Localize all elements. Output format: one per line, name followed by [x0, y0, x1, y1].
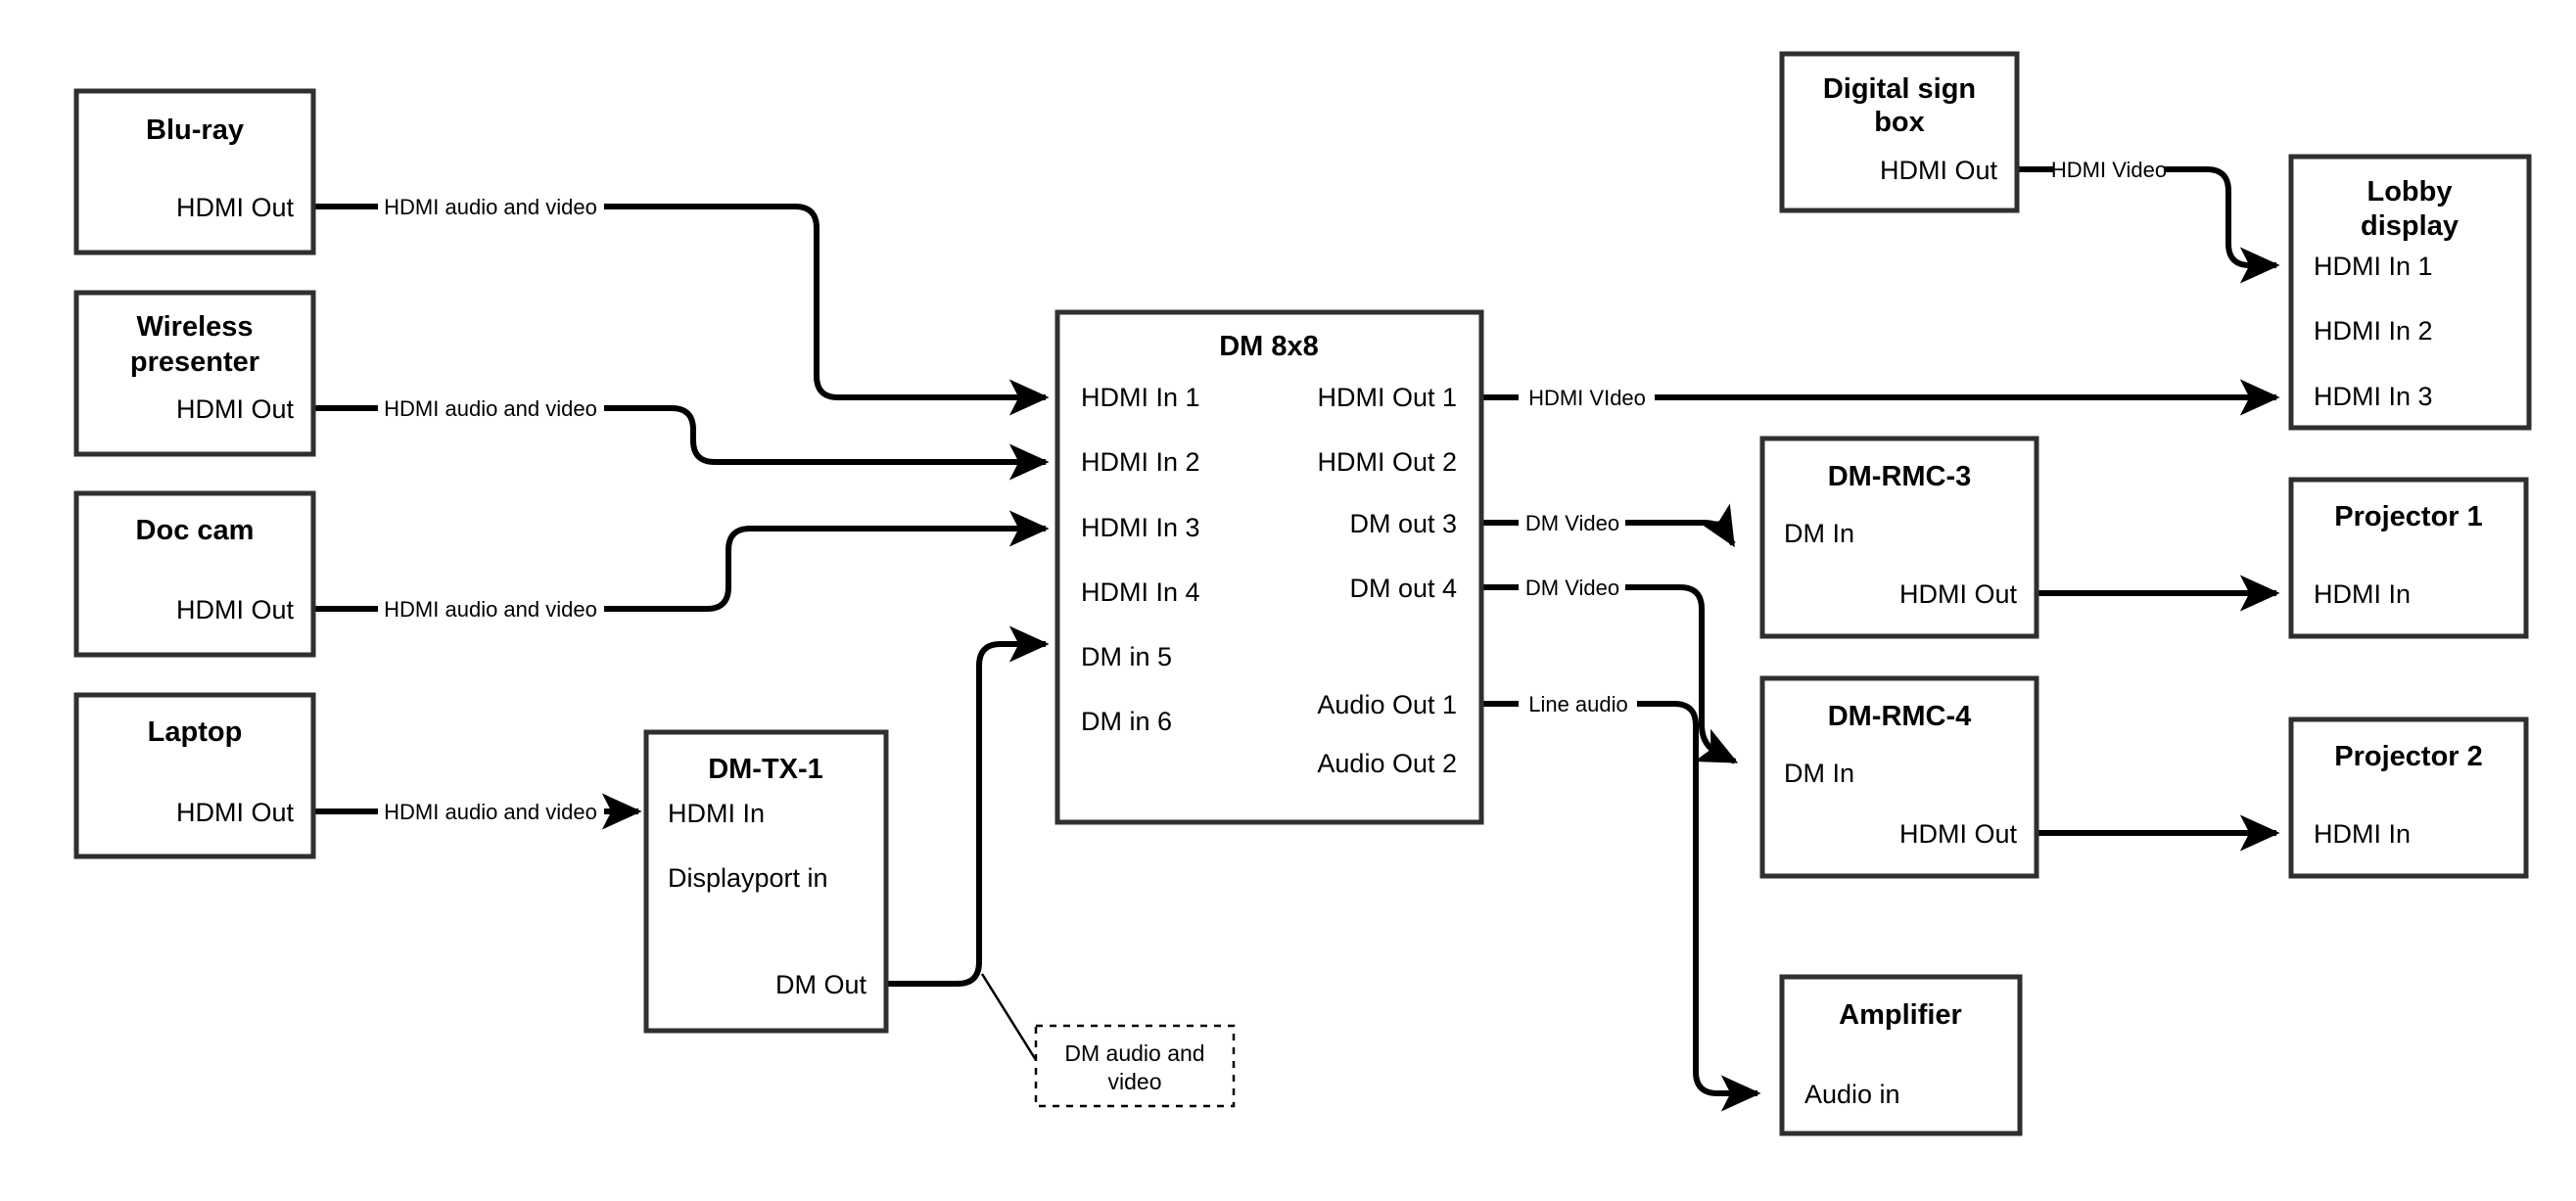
node-wireless-presenter-title-line2: presenter	[130, 346, 259, 378]
node-dm-tx-1-port-displayport-in: Displayport in	[668, 863, 828, 893]
wire-label-bluray: HDMI audio and video	[384, 195, 597, 219]
node-projector-1[interactable]: Projector 1 HDMI In	[2288, 477, 2529, 639]
node-wireless-presenter-title-line1: Wireless	[136, 311, 253, 343]
node-lobby-display-title-line1: Lobby	[2367, 176, 2453, 208]
node-lobby-display-title-line2: display	[2361, 210, 2459, 242]
note-dm-audio-and-video: DM audio and video	[1034, 1024, 1236, 1108]
node-dm-8x8-output-dm-out-3: DM out 3	[1349, 509, 1457, 538]
wire-label-hdmi-video-sign: HDMI Video	[2051, 158, 2167, 182]
node-lobby-display[interactable]: Lobby display HDMI In 1 HDMI In 2 HDMI I…	[2288, 154, 2532, 431]
node-dm-rmc-4-port-hdmi-out: HDMI Out	[1899, 819, 2018, 849]
wire-dmtx1-to-dm-in5	[886, 625, 1050, 1061]
node-dm-8x8-title: DM 8x8	[1219, 331, 1319, 362]
node-projector-1-title: Projector 1	[2334, 501, 2483, 532]
node-dm-rmc-4-port-dm-in: DM In	[1784, 759, 1854, 788]
node-amplifier-port-audio-in: Audio in	[1804, 1080, 1900, 1109]
node-bluray-port-hdmi-out: HDMI Out	[176, 193, 295, 222]
node-doc-cam[interactable]: Doc cam HDMI Out	[73, 490, 316, 658]
node-dm-rmc-3-port-hdmi-out: HDMI Out	[1899, 579, 2018, 609]
node-wireless-presenter-port-hdmi-out: HDMI Out	[176, 394, 295, 424]
node-laptop[interactable]: Laptop HDMI Out	[73, 692, 316, 859]
node-projector-1-port-hdmi-in: HDMI In	[2314, 579, 2411, 609]
node-dm-8x8-output-hdmi-out-1: HDMI Out 1	[1317, 383, 1457, 412]
node-laptop-port-hdmi-out: HDMI Out	[176, 798, 295, 827]
node-digital-sign-box-port-hdmi-out: HDMI Out	[1880, 156, 1998, 185]
node-dm-8x8-input-dm-in-6: DM in 6	[1081, 707, 1172, 736]
note-dm-audio-and-video-line2: video	[1108, 1069, 1162, 1094]
node-doc-cam-title: Doc cam	[136, 515, 255, 546]
node-doc-cam-port-hdmi-out: HDMI Out	[176, 595, 295, 624]
node-lobby-display-input-hdmi-in-3: HDMI In 3	[2314, 382, 2433, 411]
note-dm-audio-and-video-line1: DM audio and	[1064, 1040, 1204, 1066]
node-digital-sign-box[interactable]: Digital sign box HDMI Out	[1779, 51, 2020, 213]
node-dm-tx-1-port-dm-out: DM Out	[775, 970, 867, 999]
wire-label-wireless: HDMI audio and video	[384, 396, 597, 421]
node-dm-rmc-3-title: DM-RMC-3	[1828, 461, 1972, 492]
wire-label-laptop: HDMI audio and video	[384, 800, 597, 824]
wire-label-dm-video-4: DM Video	[1525, 576, 1619, 600]
node-bluray[interactable]: Blu-ray HDMI Out	[73, 88, 316, 255]
node-dm-8x8-output-audio-out-1: Audio Out 1	[1317, 690, 1457, 719]
node-wireless-presenter[interactable]: Wireless presenter HDMI Out	[73, 290, 316, 457]
wire-doccam-to-dm-in3: HDMI audio and video	[313, 510, 1050, 622]
node-dm-8x8-output-dm-out-4: DM out 4	[1349, 574, 1457, 603]
node-lobby-display-input-hdmi-in-2: HDMI In 2	[2314, 316, 2433, 346]
node-dm-8x8-input-hdmi-in-2: HDMI In 2	[1081, 447, 1200, 477]
node-digital-sign-box-title-line2: box	[1874, 107, 1925, 138]
wire-dm-audioout1-to-amplifier: Line audio	[1481, 692, 1761, 1112]
node-projector-2-port-hdmi-in: HDMI In	[2314, 819, 2411, 849]
node-amplifier-title: Amplifier	[1839, 999, 1962, 1031]
wire-dm-dmout4-to-rmc4: DM Video	[1481, 576, 1739, 764]
node-dm-8x8[interactable]: DM 8x8 HDMI In 1 HDMI In 2 HDMI In 3 HDM…	[1054, 309, 1484, 825]
wire-wireless-to-dm-in2: HDMI audio and video	[313, 396, 1050, 481]
node-dm-8x8-input-dm-in-5: DM in 5	[1081, 642, 1172, 671]
wire-dm-dmout3-to-rmc3: DM Video	[1481, 503, 1736, 548]
node-dm-rmc-4[interactable]: DM-RMC-4 DM In HDMI Out	[1759, 675, 2039, 879]
wire-laptop-to-dmtx1: HDMI audio and video	[313, 793, 642, 830]
node-laptop-title: Laptop	[148, 716, 243, 748]
node-amplifier[interactable]: Amplifier Audio in	[1779, 974, 2023, 1136]
node-projector-2-title: Projector 2	[2334, 741, 2483, 772]
node-projector-2[interactable]: Projector 2 HDMI In	[2288, 716, 2529, 879]
node-dm-tx-1-title: DM-TX-1	[708, 754, 823, 785]
wire-signbox-to-lobby-in1: HDMI Video	[2017, 158, 2280, 284]
node-dm-rmc-3-port-dm-in: DM In	[1784, 519, 1854, 548]
node-dm-8x8-input-hdmi-in-3: HDMI In 3	[1081, 513, 1200, 542]
wire-dm-hdmiout1-to-lobby-in3: HDMI VIdeo	[1481, 379, 2280, 416]
node-lobby-display-input-hdmi-in-1: HDMI In 1	[2314, 252, 2433, 281]
wire-label-doccam: HDMI audio and video	[384, 597, 597, 622]
wire-label-hdmi-video-lobby: HDMI VIdeo	[1528, 386, 1646, 410]
node-digital-sign-box-title-line1: Digital sign	[1823, 73, 1976, 105]
node-dm-rmc-4-title: DM-RMC-4	[1828, 701, 1972, 732]
node-dm-8x8-output-hdmi-out-2: HDMI Out 2	[1317, 447, 1457, 477]
node-dm-tx-1-port-hdmi-in: HDMI In	[668, 799, 765, 828]
node-dm-8x8-input-hdmi-in-4: HDMI In 4	[1081, 577, 1200, 607]
node-dm-rmc-3[interactable]: DM-RMC-3 DM In HDMI Out	[1759, 436, 2039, 639]
node-dm-8x8-input-hdmi-in-1: HDMI In 1	[1081, 383, 1200, 412]
wire-label-dm-video-3: DM Video	[1525, 511, 1619, 535]
node-dm-8x8-output-audio-out-2: Audio Out 2	[1317, 749, 1457, 778]
node-bluray-title: Blu-ray	[146, 115, 244, 146]
node-dm-tx-1[interactable]: DM-TX-1 HDMI In Displayport in DM Out	[643, 729, 889, 1034]
wire-bluray-to-dm-in1: HDMI audio and video	[313, 195, 1050, 416]
wire-label-line-audio: Line audio	[1528, 692, 1628, 716]
